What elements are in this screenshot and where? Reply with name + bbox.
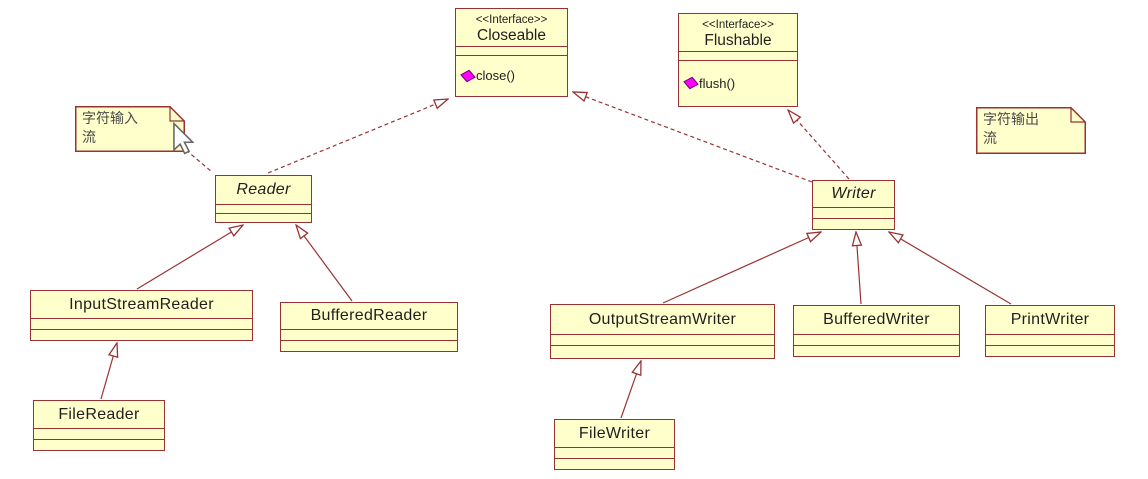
- methods-compartment: [555, 458, 674, 469]
- attributes-compartment: [555, 447, 674, 458]
- class-name: PrintWriter: [1010, 311, 1090, 328]
- note-character-input-stream[interactable]: 字符输入 流: [75, 106, 185, 152]
- class-reader[interactable]: Reader: [215, 175, 312, 223]
- interface-name: Flushable: [704, 32, 772, 50]
- interface-flushable[interactable]: <<Interface>> Flushable flush(): [678, 13, 798, 107]
- methods-compartment: [813, 218, 894, 229]
- note-character-output-stream[interactable]: 字符输出 流: [976, 107, 1086, 154]
- method-visibility-icon: [460, 69, 476, 83]
- class-writer[interactable]: Writer: [812, 180, 895, 230]
- interface-closeable[interactable]: <<Interface>> Closeable close(): [455, 8, 568, 97]
- attributes-compartment: [34, 428, 164, 439]
- note-shape: [976, 107, 1086, 154]
- class-name: InputStreamReader: [69, 295, 214, 313]
- note-text-line: 流: [983, 129, 997, 146]
- attributes-compartment: [679, 50, 797, 60]
- class-name: BufferedWriter: [823, 311, 930, 328]
- class-name: Reader: [236, 181, 291, 198]
- attributes-compartment: [551, 334, 774, 345]
- edge-outputstreamwriter-extends-writer[interactable]: [662, 232, 821, 304]
- edge-note-attachment-reader[interactable]: [185, 149, 213, 173]
- methods-compartment: [34, 439, 164, 450]
- edge-writer-realizes-closeable[interactable]: [573, 92, 813, 183]
- methods-compartment: close(): [456, 54, 567, 96]
- class-name: OutputStreamWriter: [588, 310, 737, 328]
- edge-bufferedreader-extends-reader[interactable]: [296, 225, 353, 302]
- method-visibility-icon: [683, 77, 699, 90]
- class-bufferedwriter[interactable]: BufferedWriter: [793, 305, 960, 357]
- methods-compartment: [986, 345, 1114, 356]
- note-text-line: 字符输出: [983, 111, 1039, 127]
- edge-inputstreamreader-extends-reader[interactable]: [136, 225, 243, 290]
- edge-filereader-extends-inputstreamreader[interactable]: [100, 343, 117, 400]
- methods-compartment: [551, 345, 774, 358]
- class-name: FileReader: [58, 405, 140, 423]
- attributes-compartment: [794, 334, 959, 345]
- class-bufferedreader[interactable]: BufferedReader: [280, 302, 458, 352]
- note-text: 字符输出 流: [983, 110, 1039, 148]
- methods-compartment: [794, 345, 959, 356]
- attributes-compartment: [813, 207, 894, 218]
- attributes-compartment: [986, 334, 1114, 345]
- note-text: 字符输入 流: [82, 109, 138, 147]
- methods-compartment: [216, 213, 311, 222]
- stereotype-label: <<Interface>>: [702, 19, 774, 31]
- edge-reader-realizes-closeable[interactable]: [267, 99, 448, 174]
- attributes-compartment: [216, 204, 311, 213]
- edge-filewriter-extends-outputstreamwriter[interactable]: [620, 361, 641, 419]
- interface-title: <<Interface>> Closeable: [456, 9, 567, 46]
- class-filereader[interactable]: FileReader: [33, 400, 165, 451]
- attributes-compartment: [31, 318, 252, 329]
- attributes-compartment: [456, 45, 567, 55]
- class-outputstreamwriter[interactable]: OutputStreamWriter: [550, 304, 775, 359]
- class-name: Writer: [831, 185, 876, 202]
- class-name: BufferedReader: [310, 307, 428, 324]
- methods-compartment: [281, 340, 457, 351]
- methods-compartment: flush(): [679, 59, 797, 106]
- method-label: flush(): [699, 75, 736, 91]
- mouse-cursor-icon: [173, 122, 194, 155]
- edge-bufferedwriter-extends-writer[interactable]: [856, 232, 861, 305]
- class-inputstreamreader[interactable]: InputStreamReader: [30, 290, 253, 341]
- method-label: close(): [476, 68, 516, 84]
- stereotype-label: <<Interface>>: [475, 14, 548, 26]
- interface-name: Closeable: [477, 27, 546, 45]
- edge-printwriter-extends-writer[interactable]: [889, 232, 1012, 305]
- edge-writer-realizes-flushable[interactable]: [788, 110, 850, 180]
- note-text-line: 流: [82, 128, 96, 145]
- methods-compartment: [31, 329, 252, 340]
- class-printwriter[interactable]: PrintWriter: [985, 305, 1115, 357]
- interface-title: <<Interface>> Flushable: [679, 14, 797, 51]
- attributes-compartment: [281, 329, 457, 340]
- note-text-line: 字符输入: [82, 110, 138, 126]
- class-name: FileWriter: [578, 424, 651, 442]
- class-filewriter[interactable]: FileWriter: [554, 419, 675, 470]
